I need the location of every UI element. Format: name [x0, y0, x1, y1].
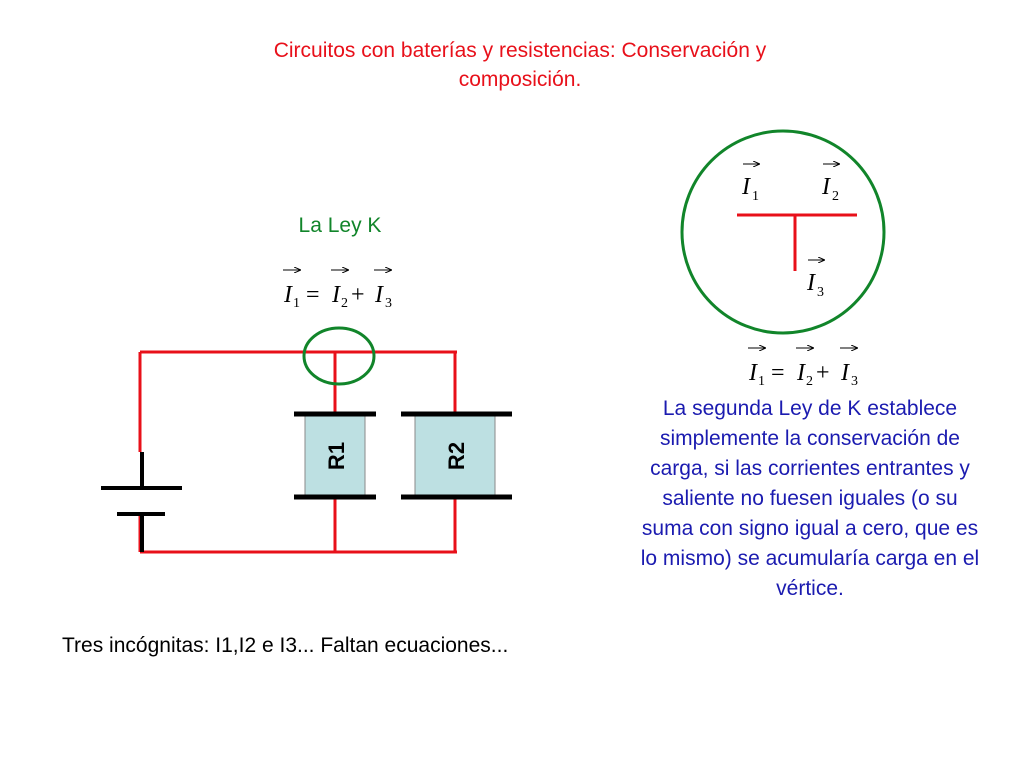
eq-symbol: I — [331, 282, 341, 308]
eq-sub-1: 1 — [293, 296, 300, 311]
explanation-text: La segunda Ley de K establece simplement… — [640, 397, 980, 600]
resistor-body — [304, 413, 366, 498]
eq-equals: = — [771, 360, 785, 386]
kirchhoff-equation-left: I 1 = I 2 + I 3 — [283, 270, 392, 311]
eq-equals: = — [306, 282, 320, 308]
slide-title: Circuitos con baterías y resistencias: C… — [200, 36, 840, 94]
node-symbol: I — [741, 174, 751, 200]
node-sub-2: 2 — [832, 189, 839, 204]
eq-symbol: I — [748, 360, 758, 386]
eq-plus: + — [351, 282, 365, 308]
node-detail-circle — [680, 129, 886, 335]
unknowns-text: Tres incógnitas: I1,I2 e I3... Faltan ec… — [62, 634, 509, 657]
eq-sub-2: 2 — [341, 296, 348, 311]
eq-sub-3: 3 — [851, 374, 858, 389]
eq-symbol: I — [840, 360, 850, 386]
eq-symbol: I — [796, 360, 806, 386]
title-line-2: composición. — [458, 68, 582, 91]
kirchhoff-equation-right: I 1 = I 2 + I 3 — [748, 348, 858, 389]
node-symbol: I — [821, 174, 831, 200]
resistor-label-r2: R2 — [444, 442, 469, 470]
eq-sub-3: 3 — [385, 296, 392, 311]
title-line-1: Circuitos con baterías y resistencias: C… — [273, 39, 767, 62]
circuit-wires — [138, 350, 457, 554]
node-symbol: I — [806, 270, 816, 296]
node-detail: I 1 I 2 I 3 — [680, 129, 886, 335]
eq-sub-2: 2 — [806, 374, 813, 389]
eq-sub-1: 1 — [758, 374, 765, 389]
resistor-r1: R1 — [294, 411, 376, 500]
node-sub-1: 1 — [752, 189, 759, 204]
junction-highlight — [302, 326, 376, 386]
eq-plus: + — [816, 360, 830, 386]
resistor-label-r1: R1 — [324, 442, 349, 470]
ley-k-label: La Ley K — [298, 214, 382, 237]
eq-symbol: I — [374, 282, 384, 308]
eq-symbol: I — [283, 282, 293, 308]
node-sub-3: 3 — [817, 285, 824, 300]
resistor-r2: R2 — [401, 411, 512, 500]
battery-symbol — [101, 452, 182, 552]
